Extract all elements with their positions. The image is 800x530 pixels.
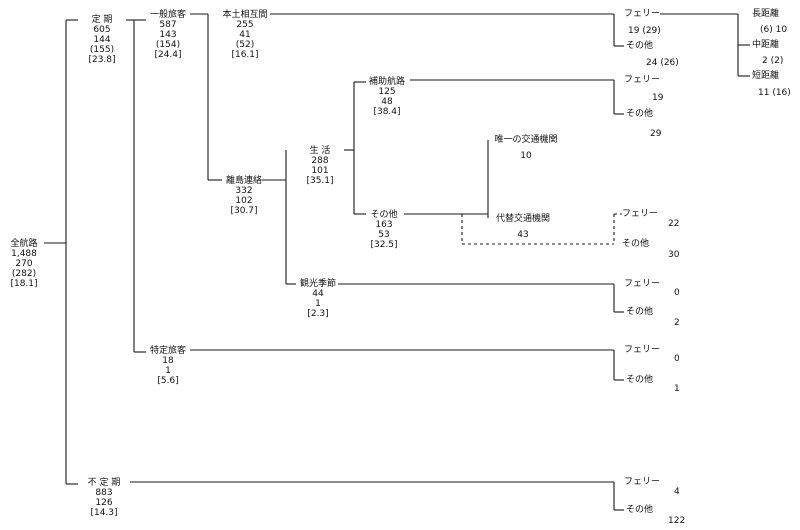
- node-unscheduled: 不 定 期 883 126 [14.3]: [87, 478, 121, 518]
- leaf-alt-ferry-value: 22: [668, 219, 680, 229]
- distance-mid-value: 2 (2): [762, 56, 784, 66]
- leaf-alt-other-label: その他: [622, 239, 650, 249]
- node-sole-transport: 唯一の交通機関 10: [494, 135, 558, 161]
- distance-short-value: 11 (16): [758, 88, 791, 98]
- leaf-alt-ferry-label: フェリー: [622, 209, 659, 219]
- node-remote-island-link: 離島連絡 332 102 [30.7]: [225, 176, 262, 216]
- node-scheduled: 定 期 605 144 (155) [23.8]: [88, 15, 116, 65]
- node-specific-passenger: 特定旅客 18 1 [5.6]: [149, 346, 186, 386]
- distance-long-label: 長距離: [752, 9, 780, 19]
- leaf-unscheduled-other-label: その他: [626, 505, 654, 515]
- distance-mid-label: 中距離: [752, 40, 780, 50]
- leaf-tourism-ferry-label: フェリー: [624, 279, 661, 289]
- node-other-life-routes: その他 163 53 [32.5]: [370, 210, 398, 250]
- node-all-routes: 全航路 1,488 270 (282) [18.1]: [10, 239, 38, 289]
- leaf-hondo-ferry-value: 19 (29): [628, 26, 661, 36]
- leaf-unscheduled-ferry-label: フェリー: [624, 477, 661, 487]
- leaf-hondo-ferry-label: フェリー: [624, 9, 661, 19]
- leaf-hondo-other-label: その他: [626, 41, 654, 51]
- leaf-alt-other-value: 30: [668, 250, 680, 260]
- node-general-passenger: 一般旅客 587 143 (154) [24.4]: [149, 10, 186, 60]
- node-daily-life: 生 活 288 101 [35.1]: [306, 146, 334, 186]
- leaf-hojo-ferry-label: フェリー: [624, 75, 661, 85]
- node-mainland-interconnect: 本土相互間 255 41 (52) [16.1]: [222, 10, 268, 60]
- leaf-hondo-other-value: 24 (26): [646, 58, 679, 68]
- node-subsidized-route: 補助航路 125 48 [38.4]: [368, 77, 405, 117]
- leaf-specific-other-value: 1: [674, 384, 680, 394]
- leaf-hojo-ferry-value: 19: [652, 93, 664, 103]
- leaf-specific-ferry-value: 0: [674, 354, 680, 364]
- leaf-tourism-ferry-value: 0: [674, 288, 680, 298]
- node-tourism-seasonal: 観光季節 44 1 [2.3]: [299, 279, 336, 319]
- distance-long-value: (6) 10: [760, 25, 788, 35]
- leaf-unscheduled-other-value: 122: [668, 516, 686, 526]
- leaf-unscheduled-ferry-value: 4: [674, 487, 680, 497]
- leaf-specific-ferry-label: フェリー: [624, 345, 661, 355]
- leaf-hojo-other-label: その他: [626, 109, 654, 119]
- node-alternative-transport: 代替交通機関 43: [495, 214, 550, 240]
- distance-short-label: 短距離: [752, 71, 780, 81]
- leaf-specific-other-label: その他: [626, 375, 654, 385]
- leaf-hojo-other-value: 29: [650, 129, 662, 139]
- leaf-tourism-other-value: 2: [674, 318, 680, 328]
- leaf-tourism-other-label: その他: [626, 307, 654, 317]
